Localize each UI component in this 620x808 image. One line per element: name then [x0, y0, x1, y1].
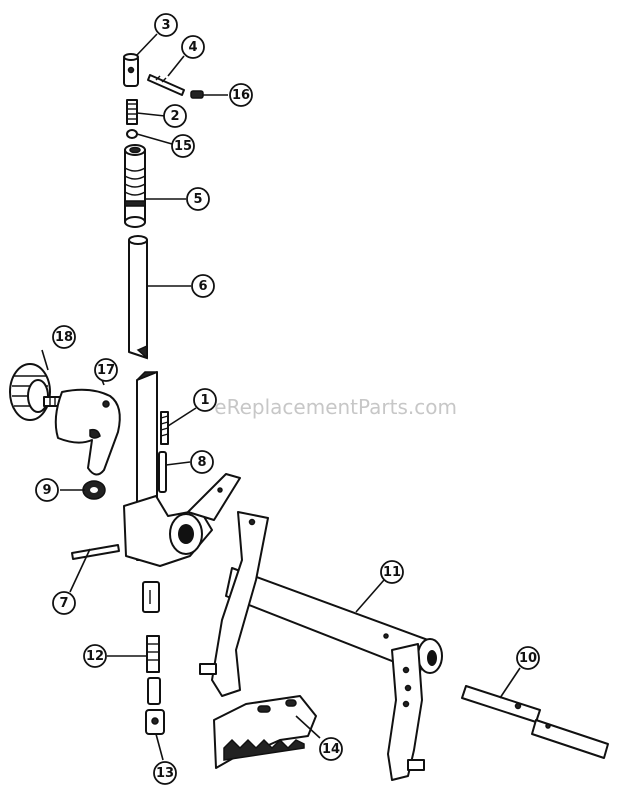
part-14-serrated-bracket	[213, 695, 317, 769]
callout-number: 10	[519, 651, 537, 666]
part-18-knob	[9, 363, 65, 421]
callout-18: 18	[52, 325, 76, 349]
callout-circle	[52, 591, 76, 615]
part-8-pin	[158, 451, 167, 493]
part-12-rod	[146, 635, 160, 673]
callout-circle	[181, 35, 205, 59]
part-9-nut	[82, 480, 106, 500]
callout-circle	[380, 560, 404, 584]
part-15-washer	[126, 129, 138, 139]
part-17-plate	[54, 388, 121, 476]
callout-16: 16	[229, 83, 253, 107]
callout-number: 4	[188, 40, 197, 55]
bracket-arm	[123, 473, 241, 567]
callout-8: 8	[190, 450, 214, 474]
callout-circle	[229, 83, 253, 107]
callout-number: 16	[232, 88, 250, 103]
callout-2: 2	[163, 104, 187, 128]
lower-sleeve	[142, 581, 160, 613]
callout-number: 11	[383, 565, 401, 580]
part-4-pin	[147, 74, 185, 96]
callout-circle	[319, 737, 343, 761]
part-6-tube	[128, 235, 148, 360]
callout-3: 3	[154, 13, 178, 37]
part-1-spring	[160, 411, 169, 445]
callout-number: 15	[174, 139, 192, 154]
callout-10: 10	[516, 646, 540, 670]
right-frame-plate	[387, 643, 425, 781]
callout-number: 12	[86, 649, 104, 664]
callout-number: 8	[197, 455, 206, 470]
callout-number: 18	[55, 330, 73, 345]
callout-14: 14	[319, 737, 343, 761]
callout-number: 1	[200, 393, 209, 408]
callout-circle	[83, 644, 107, 668]
callout-number: 13	[156, 766, 174, 781]
part-2-stud	[126, 99, 138, 125]
callout-number: 14	[322, 742, 340, 757]
callout-6: 6	[191, 274, 215, 298]
callout-7: 7	[52, 591, 76, 615]
callout-13: 13	[153, 761, 177, 785]
callout-circle	[186, 187, 210, 211]
watermark-text: eReplacementParts.com	[214, 395, 457, 419]
callout-11: 11	[380, 560, 404, 584]
part-7-pin	[71, 544, 120, 560]
callout-number: 9	[42, 483, 51, 498]
callout-5: 5	[186, 187, 210, 211]
callout-number: 5	[193, 192, 202, 207]
callout-circle	[171, 134, 195, 158]
callout-circle	[52, 325, 76, 349]
lower-pin	[147, 677, 161, 705]
callout-17: 17	[94, 358, 118, 382]
callout-circle	[193, 388, 217, 412]
callout-number: 3	[161, 18, 170, 33]
callout-circle	[94, 358, 118, 382]
callout-circle	[35, 478, 59, 502]
part-3-collar	[123, 53, 139, 87]
part-16-spring	[190, 90, 204, 99]
callout-circle	[191, 274, 215, 298]
callout-circle	[154, 13, 178, 37]
callout-number: 6	[198, 279, 207, 294]
callout-circle	[190, 450, 214, 474]
callout-number: 2	[170, 109, 179, 124]
callout-circle	[153, 761, 177, 785]
part-5-handle-sleeve	[124, 144, 146, 228]
callout-9: 9	[35, 478, 59, 502]
callout-circle	[516, 646, 540, 670]
callout-4: 4	[181, 35, 205, 59]
callout-circle	[163, 104, 187, 128]
callout-1: 1	[193, 388, 217, 412]
callout-12: 12	[83, 644, 107, 668]
part-10-rod	[461, 685, 609, 759]
part-13-coupling	[145, 709, 165, 735]
callout-15: 15	[171, 134, 195, 158]
left-frame-plate	[199, 511, 269, 697]
callout-number: 17	[97, 363, 115, 378]
callout-number: 7	[59, 596, 68, 611]
